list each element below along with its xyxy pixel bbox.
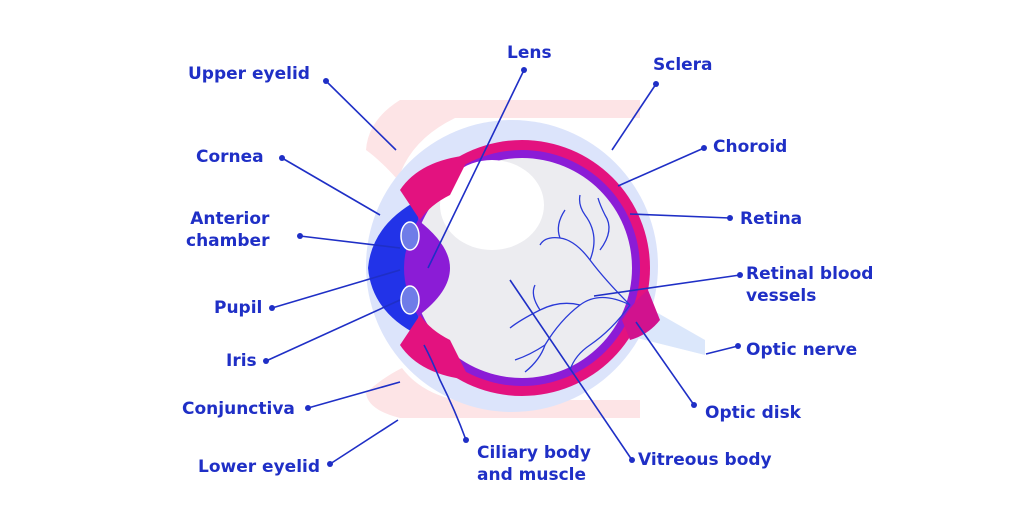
leader-conjunctiva [307, 381, 401, 409]
lower-eyelid-shape [366, 368, 640, 418]
leader-optic-disk [635, 321, 695, 406]
leader-anterior-chamber [299, 235, 401, 249]
leader-upper-eyelid [325, 80, 397, 151]
leader-iris [265, 299, 401, 362]
label-pupil: Pupil [214, 298, 263, 318]
leader-choroid [617, 147, 705, 187]
label-optic-nerve: Optic nerve [746, 340, 858, 360]
label-cornea: Cornea [196, 147, 264, 167]
leader-vitreous-body [509, 279, 633, 461]
label-retinal-blood-vessels: Retinal blood vessels [746, 264, 874, 306]
iris-lower-shape [400, 285, 420, 315]
leader-sclera [611, 83, 657, 151]
leader-retinal-blood-vessels [593, 274, 741, 297]
leader-cornea [281, 157, 381, 216]
leader-lines [265, 69, 741, 465]
label-lens: Lens [507, 43, 552, 63]
label-conjunctiva: Conjunctiva [182, 399, 295, 419]
label-sclera: Sclera [653, 55, 713, 75]
retinal-blood-vessels-shape [509, 194, 631, 373]
leader-lower-eyelid [329, 419, 399, 465]
upper-eyelid-shape [366, 100, 640, 180]
label-ciliary-body: Ciliary body and muscle [477, 443, 591, 485]
leader-lens [427, 69, 525, 269]
leader-retina [629, 213, 731, 219]
label-upper-eyelid: Upper eyelid [188, 64, 310, 84]
label-anterior-chamber: Anterior chamber [186, 209, 270, 251]
leader-optic-nerve [705, 345, 739, 355]
label-lower-eyelid: Lower eyelid [198, 457, 321, 477]
ciliary-body-lower-shape [400, 315, 470, 380]
iris-upper-shape [400, 221, 420, 251]
leader-pupil [271, 269, 401, 309]
optic-disk-shape [622, 290, 660, 340]
label-iris: Iris [226, 351, 257, 371]
leader-dots [263, 67, 743, 467]
vitreous-highlight [440, 160, 544, 250]
leader-ciliary-body [423, 344, 467, 441]
label-vitreous-body: Vitreous body [638, 450, 772, 470]
label-choroid: Choroid [713, 137, 788, 157]
ciliary-body-upper-shape [400, 155, 470, 220]
label-retina: Retina [740, 209, 803, 229]
label-optic-disk: Optic disk [705, 403, 801, 423]
